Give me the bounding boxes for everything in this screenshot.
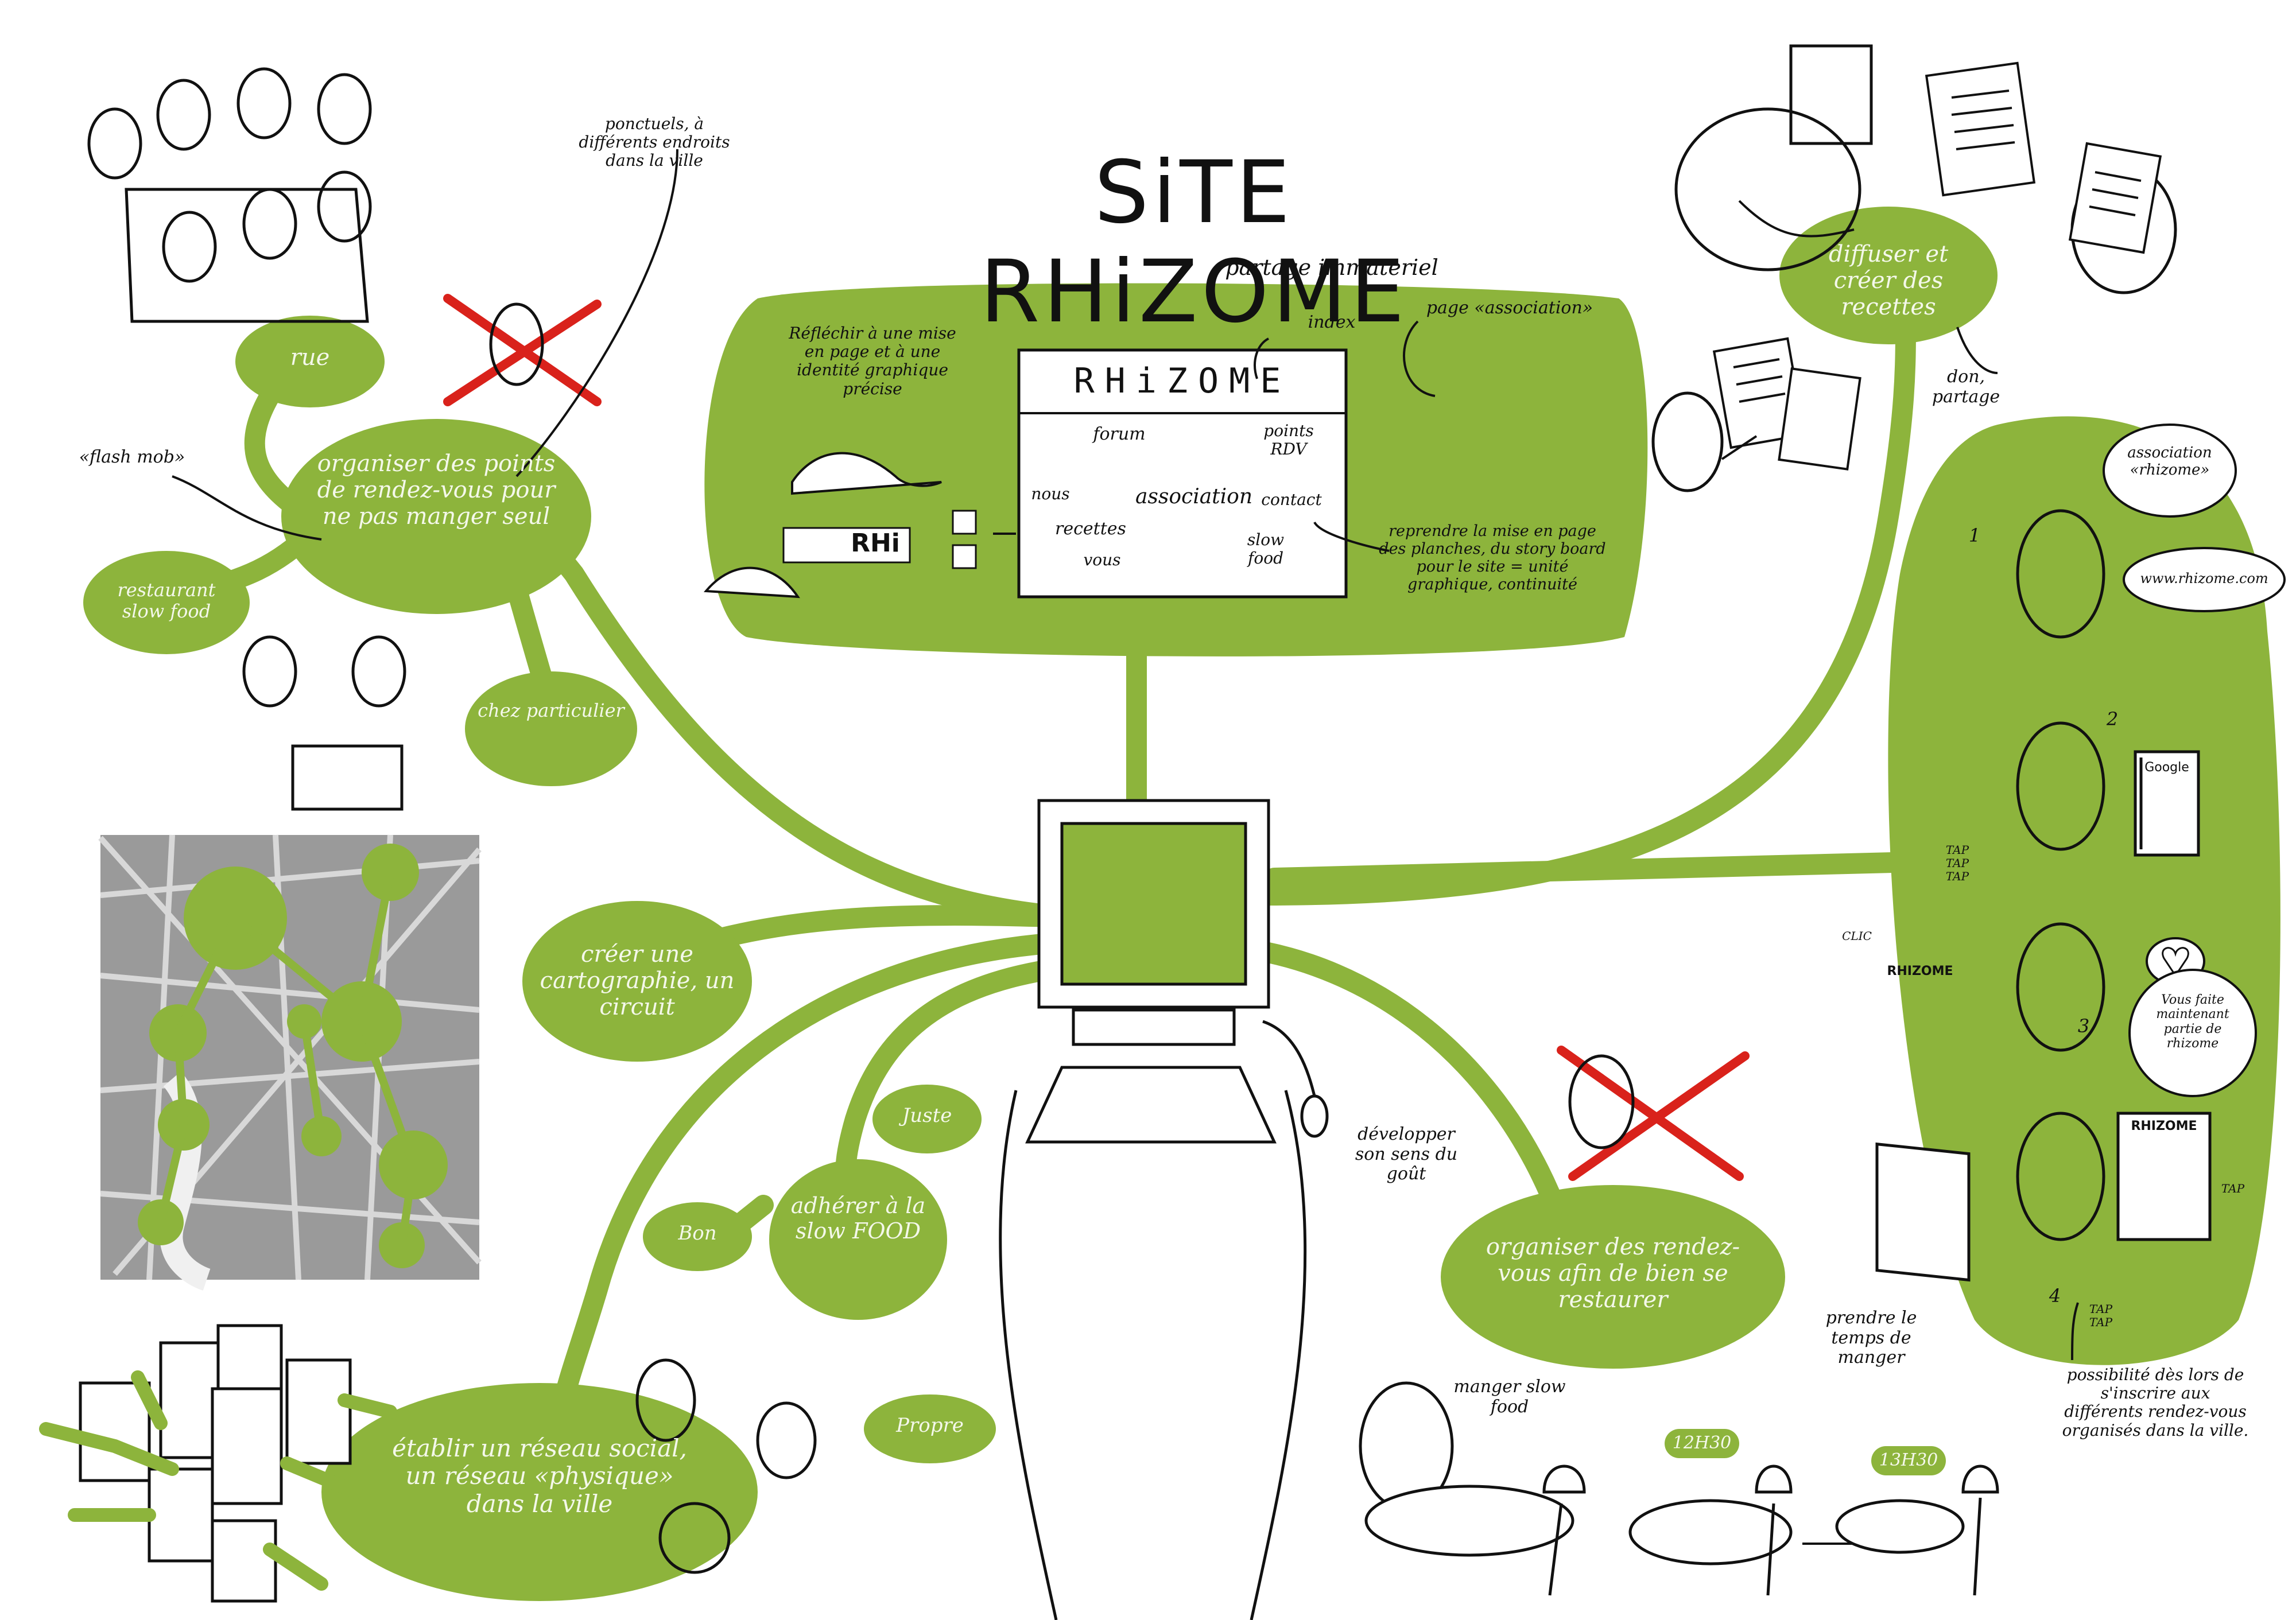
association-page-label: page «association» — [1426, 298, 1593, 318]
rhizome-screen-label-1: RHIZOME — [1887, 964, 1953, 978]
site-name: RHiZOME — [1073, 361, 1292, 401]
step-screens — [1875, 750, 2212, 1282]
buildings-roots — [39, 1370, 397, 1591]
recipe-lines — [1733, 90, 2142, 403]
clic-label: CLIC — [1842, 929, 1872, 943]
time-2: 13H30 — [1871, 1446, 1946, 1475]
computer-drawing — [999, 799, 1329, 1620]
label-ponctuels: ponctuels, à différents endroits dans la… — [579, 114, 730, 170]
label-flash-mob: «flash mob» — [79, 447, 185, 467]
meal-drawings — [1364, 1464, 1999, 1596]
tap-label-1: TAP TAP TAP — [1945, 843, 1969, 883]
menu-slow-food: slow food — [1247, 530, 1285, 568]
prendre-note: prendre le temps de manger — [1825, 1308, 1917, 1368]
bubble-member: Vous faite maintenant partie de rhizome — [2156, 993, 2229, 1051]
blob-propre — [864, 1394, 996, 1463]
step-number-2: 2 — [2106, 708, 2119, 730]
blob-recettes — [1779, 207, 1998, 344]
tap-label-2: TAP — [2221, 1182, 2245, 1195]
menu-points-rdv: points RDV — [1263, 421, 1314, 459]
red-crosses — [443, 294, 1750, 1181]
label-propre: Propre — [896, 1414, 964, 1437]
tap-label-3: TAP TAP — [2089, 1302, 2113, 1329]
blob-restaurant — [83, 551, 250, 654]
bubble-association: association «rhizome» — [2127, 444, 2212, 479]
google-screen-label: Google — [2144, 760, 2189, 775]
line-to-restaurer — [1224, 937, 1560, 1204]
green-blobs — [83, 207, 2281, 1601]
label-developper: développer son sens du goût — [1355, 1124, 1458, 1184]
label-don: don, partage — [1932, 367, 2000, 407]
site-mock — [703, 348, 1348, 599]
step-number-4: 4 — [2049, 1285, 2061, 1307]
possibilite-note: possibilité dès lors de s'inscrire aux d… — [2062, 1365, 2249, 1440]
blob-chez — [465, 671, 637, 786]
blob-cartographie — [522, 901, 752, 1062]
annotation-arrows — [172, 149, 2079, 1545]
blob-rue — [235, 316, 385, 407]
menu-contact: contact — [1261, 490, 1322, 509]
blob-adherer — [769, 1159, 947, 1320]
site-note-left: Réfléchir à une mise en page et à une id… — [789, 324, 956, 398]
menu-association: association — [1135, 485, 1253, 508]
manger-note: manger slow food — [1453, 1377, 1566, 1417]
label-juste: Juste — [902, 1104, 952, 1127]
label-bon: Bon — [678, 1222, 717, 1245]
menu-recettes: recettes — [1055, 519, 1126, 539]
step-number-3: 3 — [2077, 1015, 2090, 1037]
blob-rendezvous — [281, 419, 591, 614]
page-subtitle: partage immateriel — [1225, 255, 1438, 280]
label-adherer: adhérer à la slow FOOD — [790, 1193, 926, 1244]
bubble-url: www.rhizome.com — [2140, 570, 2268, 586]
label-chez: chez particulier — [478, 700, 625, 721]
page-title: SiTE RHiZOME — [980, 143, 1408, 342]
blob-restaurer — [1441, 1185, 1785, 1369]
blob-juste — [872, 1085, 982, 1153]
menu-forum: forum — [1093, 424, 1146, 444]
time-1: 12H30 — [1665, 1429, 1739, 1458]
speech-bubbles — [2103, 424, 2286, 1097]
site-note-right: reprendre la mise en page des planches, … — [1379, 522, 1606, 594]
rhizome-screen-label-2: RHIZOME — [2131, 1119, 2197, 1133]
menu-nous: nous — [1031, 484, 1070, 503]
label-cartographie: créer une cartographie, un circuit — [540, 941, 735, 1020]
line-to-reseau — [552, 931, 1101, 1416]
line-to-cartographie — [678, 905, 1101, 957]
label-restaurer: organiser des rendez-vous afin de bien s… — [1486, 1234, 1740, 1313]
label-rue: rue — [290, 344, 330, 371]
label-restaurant: restaurant slow food — [117, 579, 216, 622]
label-rendezvous: organiser des points de rendez-vous pour… — [317, 450, 556, 530]
label-reseau: établir un réseau social, un réseau «phy… — [392, 1434, 687, 1518]
city-map — [98, 834, 482, 1291]
buildings-sketch — [79, 1324, 352, 1603]
line-to-steps — [1264, 850, 1973, 888]
rhi-logo: RHi — [851, 529, 900, 558]
label-recettes: diffuser et créer des recettes — [1828, 241, 1949, 320]
blob-reseau — [321, 1383, 758, 1601]
index-label: index — [1308, 312, 1356, 332]
menu-vous: vous — [1083, 550, 1121, 569]
blob-bon — [643, 1202, 752, 1271]
step-number-1: 1 — [1968, 525, 1981, 546]
